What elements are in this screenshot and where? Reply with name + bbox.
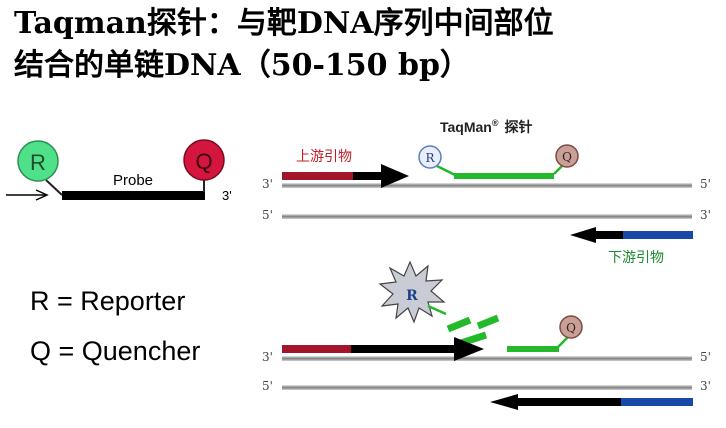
quencher-letter: Q xyxy=(195,149,212,174)
reporter-circle-icon xyxy=(17,140,59,182)
top-strand-right-end: 5' xyxy=(700,177,711,191)
upstream-primer-body xyxy=(353,172,383,180)
remaining-quencher-icon xyxy=(559,315,583,339)
registered-mark: ® xyxy=(492,118,499,128)
cleave-top-left-end: 3' xyxy=(262,350,273,364)
annealed-quencher-letter: Q xyxy=(562,150,572,164)
upstream-primer-label: 上游引物 xyxy=(296,149,352,165)
page-title-line-2: 结合的单链DNA（50-150 bp） xyxy=(14,48,470,83)
extending-strand xyxy=(351,345,456,353)
probe-cn-label: 探针 xyxy=(505,119,533,135)
extending-arrow-icon xyxy=(454,337,484,361)
downstream-primer-label: 下游引物 xyxy=(608,250,664,266)
downstream-primer-arrow-icon xyxy=(570,227,596,243)
upstream-primer-5-end xyxy=(282,172,354,180)
cleave-top-right-end: 5' xyxy=(700,350,711,364)
cleave-bottom-left-end: 5' xyxy=(262,379,273,393)
probe-bar xyxy=(62,191,205,200)
cleave-bottom-right-end: 3' xyxy=(700,379,711,393)
probe-three-prime: 3' xyxy=(222,188,232,203)
probe-fragment-1 xyxy=(446,316,472,333)
top-template-strand xyxy=(282,183,692,188)
page-title-line-1: Taqman探针：与靶DNA序列中间部位 xyxy=(14,6,554,41)
legend-arrow-head-icon xyxy=(35,189,49,201)
reporter-linker xyxy=(45,179,63,196)
downstream-primer-body xyxy=(594,231,624,239)
remaining-quencher-letter: Q xyxy=(566,321,576,335)
extending-primer-5-end xyxy=(282,345,352,353)
reporter-key: R = Reporter xyxy=(30,286,185,316)
remaining-quencher-linker xyxy=(557,336,569,348)
downstream-extending-strand xyxy=(516,398,622,406)
remaining-probe-bar xyxy=(507,346,559,352)
annealed-probe-bar xyxy=(454,173,554,179)
reporter-letter: R xyxy=(30,150,46,175)
probe-legend: R Probe Q 3' xyxy=(6,139,232,203)
bottom-strand-left-end: 5' xyxy=(262,208,273,222)
quencher-key: Q = Quencher xyxy=(30,336,200,366)
cleave-bottom-strand xyxy=(282,385,692,390)
downstream-extending-5-end xyxy=(621,398,693,406)
probe-label: Probe xyxy=(113,172,153,189)
annealing-panel: TaqMan® 探针 上游引物 3' 5' R Q 5' 3' 下游引物 xyxy=(262,118,711,266)
bottom-strand-right-end: 3' xyxy=(700,208,711,222)
svg-text:TaqMan®探针: TaqMan® 探针 xyxy=(440,118,533,135)
downstream-extending-arrow-icon xyxy=(490,394,518,410)
annealed-reporter-linker xyxy=(436,164,456,177)
released-reporter-linker xyxy=(427,304,447,316)
released-reporter-letter: R xyxy=(406,288,418,304)
probe-fragment-2 xyxy=(476,314,500,330)
annealed-quencher-icon xyxy=(555,144,579,168)
taqman-label: TaqMan xyxy=(440,119,492,135)
bottom-template-strand xyxy=(282,214,692,219)
downstream-primer-5-end xyxy=(623,231,693,239)
cleave-top-strand xyxy=(282,356,692,361)
top-strand-left-end: 3' xyxy=(262,177,273,191)
cleavage-panel: R 3' 5' Q 5' 3' xyxy=(262,260,711,410)
quencher-circle-icon xyxy=(183,139,225,181)
annealed-reporter-letter: R xyxy=(425,151,435,165)
annealed-reporter-icon xyxy=(418,145,442,169)
upstream-primer-arrow-icon xyxy=(381,164,409,188)
